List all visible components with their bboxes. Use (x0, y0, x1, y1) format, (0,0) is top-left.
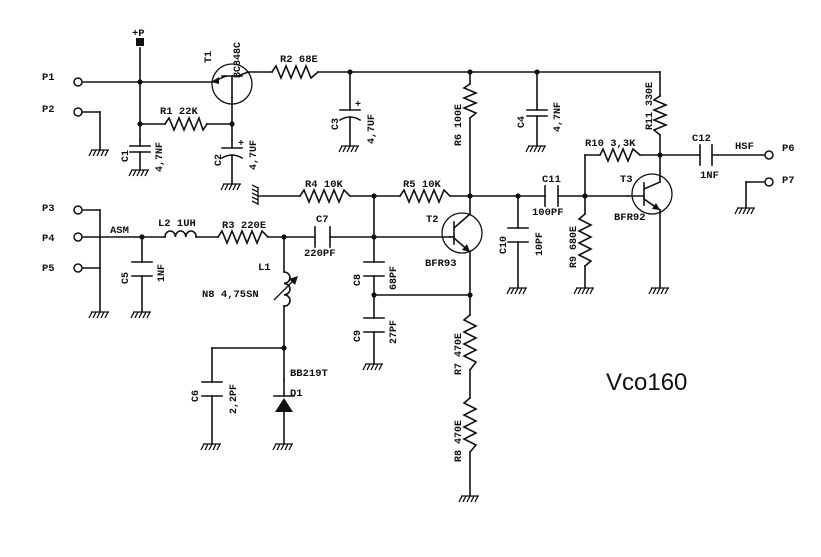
capacitor-c1 (129, 139, 151, 171)
inductor-l1 (273, 271, 298, 308)
c4-ref: C4 (517, 116, 528, 128)
resistor-r10 (598, 146, 642, 164)
resistor-r7 (462, 313, 478, 372)
c7-value: 220PF (304, 248, 336, 260)
c8-value: 68PF (389, 266, 400, 290)
capacitor-c2: + (220, 139, 244, 185)
inductor-l2 (164, 230, 198, 238)
port-p5[interactable]: P5 (42, 263, 83, 275)
svg-text:P5: P5 (42, 263, 55, 275)
c5-value: 1NF (157, 264, 168, 282)
c5-ref: C5 (121, 272, 132, 284)
t1-value: BC848C (233, 42, 244, 78)
svg-text:+: + (238, 139, 244, 150)
resistor-r4 (298, 187, 352, 205)
svg-text:P3: P3 (42, 203, 55, 215)
resistor-r6 (461, 82, 479, 120)
port-p4[interactable]: P4 (42, 232, 83, 245)
c1-value: 4,7NF (155, 142, 166, 172)
t1-ref: T1 (204, 51, 215, 63)
port-p3[interactable]: P3 (42, 203, 83, 215)
r7-label: R7 470E (454, 333, 465, 375)
l1-value: N8 4,75SN (202, 289, 259, 301)
c10-value: 10PF (535, 232, 546, 256)
r1-label: R1 22K (160, 106, 199, 118)
svg-text:P2: P2 (42, 104, 55, 116)
resistor-r9 (577, 212, 593, 268)
t2-value: BFR93 (425, 258, 457, 270)
junctions (137, 69, 663, 351)
svg-text:P7: P7 (782, 175, 795, 187)
port-p6[interactable]: P6 (764, 143, 795, 160)
capacitor-c10 (507, 227, 529, 243)
r9-label: R9 680E (569, 226, 580, 268)
c11-value: 100PF (532, 207, 564, 219)
c2-value: 4,7UF (249, 140, 260, 170)
c4-value: 4,7NF (553, 102, 564, 132)
c8-ref: C8 (353, 274, 364, 286)
resistor-r8 (462, 396, 478, 454)
svg-text:P6: P6 (782, 143, 795, 155)
c7-ref: C7 (316, 214, 329, 226)
c1-ref: C1 (121, 150, 132, 162)
svg-text:P4: P4 (42, 233, 55, 245)
r4-label: R4 10K (305, 179, 344, 191)
capacitor-c4 (526, 109, 548, 147)
resistor-r3 (216, 228, 270, 246)
capacitor-c12 (699, 144, 713, 166)
t2-ref: T2 (426, 214, 439, 226)
r3-label: R3 220E (222, 220, 266, 232)
capacitor-c9 (363, 317, 385, 333)
svg-text:+P: +P (132, 28, 145, 40)
svg-text:+: + (355, 100, 361, 111)
port-plus[interactable]: +P (132, 28, 145, 46)
svg-text:P1: P1 (42, 72, 55, 84)
varicap-diode-d1 (273, 379, 295, 412)
t3-ref: T3 (620, 174, 633, 186)
port-p7[interactable]: P7 (764, 175, 795, 187)
c2-ref: C2 (214, 154, 225, 166)
c9-ref: C9 (353, 330, 364, 342)
c12-value: 1NF (700, 170, 719, 182)
resistor-r2 (270, 63, 320, 81)
ground-symbols (88, 145, 756, 503)
transistor-t3 (627, 173, 673, 215)
capacitor-c8 (363, 261, 385, 277)
port-p2[interactable]: P2 (42, 104, 83, 117)
capacitor-c6 (201, 381, 223, 397)
d1-ref: D1 (290, 388, 303, 400)
resistor-r1 (163, 115, 209, 133)
r2-label: R2 68E (280, 54, 318, 66)
d1-value: BB219T (290, 368, 328, 380)
c3-value: 4,7UF (367, 114, 378, 144)
l1-ref: L1 (258, 262, 271, 274)
c9-value: 27PF (389, 320, 400, 344)
capacitor-c7 (314, 226, 331, 248)
transistor-t2 (441, 212, 483, 254)
c6-value: 2,2PF (229, 384, 240, 414)
r5-label: R5 10K (403, 179, 442, 191)
port-p1[interactable]: P1 (42, 72, 83, 87)
capacitor-c11 (544, 185, 559, 207)
capacitor-c5 (131, 261, 153, 277)
l2-label: L2 1UH (158, 218, 196, 230)
r6-label: R6 100E (454, 104, 465, 146)
r8-label: R8 470E (454, 420, 465, 462)
transistor-t1 (210, 63, 253, 105)
c12-ref: C12 (692, 133, 711, 145)
resistor-r11 (651, 94, 669, 137)
r11-label: R11 330E (645, 82, 656, 130)
c11-ref: C11 (542, 174, 561, 186)
c6-ref: C6 (191, 390, 202, 402)
net-label-hsf: HSF (735, 141, 754, 153)
schematic-title: Vco160 (606, 369, 687, 396)
capacitor-c3: + (338, 100, 362, 147)
net-label-asm: ASM (110, 225, 129, 237)
resistor-r5 (398, 187, 452, 205)
r10-label: R10 3,3K (585, 138, 636, 150)
t3-value: BFR92 (614, 212, 646, 224)
c10-ref: C10 (499, 236, 510, 254)
c3-ref: C3 (331, 118, 342, 130)
